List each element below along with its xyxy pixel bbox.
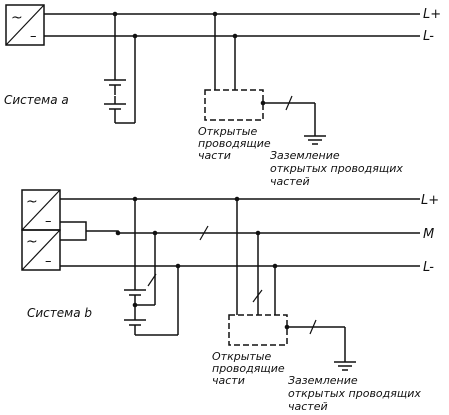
system-b-upper-ac-symbol: ~ [26, 194, 38, 210]
system-a-earth-symbol [304, 135, 326, 145]
system-a-rail-negative-label: L- [423, 29, 434, 44]
system-a-earthing-label: Заземление открытых проводящих частей [270, 149, 406, 188]
system-b-battery [124, 196, 181, 336]
system-b-rail-positive-label: L+ [421, 193, 439, 208]
system-b-exposed-parts-box [228, 314, 288, 346]
system-b-lower-dc-symbol: – [45, 254, 52, 269]
system-b-converter-upper: ~ – [21, 189, 61, 231]
system-b-converter-lower: ~ – [21, 229, 61, 271]
system-b-load [228, 196, 356, 371]
system-b-exposed-parts-label: Открытые проводящие части [212, 350, 288, 387]
system-b-upper-dc-symbol: – [45, 214, 52, 229]
system-a-battery [104, 11, 138, 124]
system-a-ac-symbol: ~ [11, 10, 23, 26]
system-a-rail-positive-label: L+ [423, 7, 441, 22]
system-a: ~ – L+ L- [4, 4, 441, 188]
system-b-midpoint-link [60, 221, 87, 241]
system-b-rail-mid-label: M [423, 227, 434, 242]
system-b-rail-negative-label: L- [423, 260, 434, 275]
system-b-mid-rail-mark [199, 225, 209, 241]
system-a-label: Система a [4, 93, 69, 107]
system-b-earthing-label: Заземление открытых проводящих частей [288, 374, 424, 413]
system-a-converter: ~ – [5, 4, 45, 46]
system-a-load [204, 11, 326, 145]
system-a-exposed-parts-box [204, 89, 264, 121]
system-b-label: Система b [27, 306, 92, 320]
system-a-dc-symbol: – [30, 29, 37, 44]
system-b-earth-symbol [334, 361, 356, 371]
system-b-lower-ac-symbol: ~ [26, 234, 38, 250]
system-b: ~ – ~ – L+ M L- [21, 189, 439, 413]
system-a-exposed-parts-label: Открытые проводящие части [198, 125, 274, 162]
